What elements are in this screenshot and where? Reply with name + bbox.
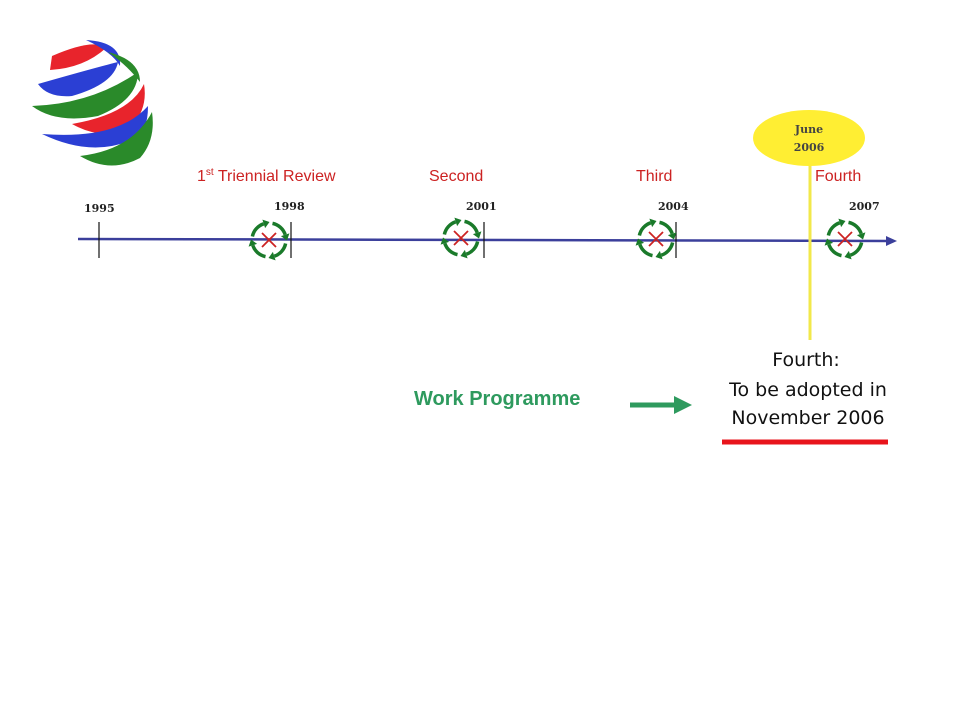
fourth-note-line2: To be adopted in xyxy=(728,379,887,401)
year-label-1998: 1998 xyxy=(274,200,305,213)
work-programme-label: Work Programme xyxy=(414,388,580,410)
review-cycle-icon xyxy=(824,218,866,260)
wto-logo-icon xyxy=(32,40,153,166)
june-2006-bubble xyxy=(753,110,865,166)
review-label-third: Third xyxy=(636,168,672,185)
june-year-label: 2006 xyxy=(794,141,825,154)
review-label-second: Second xyxy=(429,168,483,185)
review-cycle-icon xyxy=(635,218,677,260)
year-label-2007: 2007 xyxy=(849,200,880,213)
review-cycles xyxy=(248,217,866,261)
year-label-1995: 1995 xyxy=(84,202,115,215)
year-label-2004: 2004 xyxy=(658,200,689,213)
review-label-fourth: Fourth xyxy=(815,168,861,185)
timeline-arrowhead-icon xyxy=(886,236,897,246)
june-label: June xyxy=(794,123,823,136)
review-cycle-icon xyxy=(440,217,482,259)
fourth-note-line3: November 2006 xyxy=(731,407,884,429)
right-arrow-icon xyxy=(630,396,692,414)
year-ticks xyxy=(98,222,677,258)
timeline-axis xyxy=(77,237,893,243)
year-label-2001: 2001 xyxy=(466,200,497,213)
fourth-note-line1: Fourth: xyxy=(772,349,840,371)
review-cycle-icon xyxy=(248,219,290,261)
review-label-first: 1st Triennial Review xyxy=(197,167,336,185)
